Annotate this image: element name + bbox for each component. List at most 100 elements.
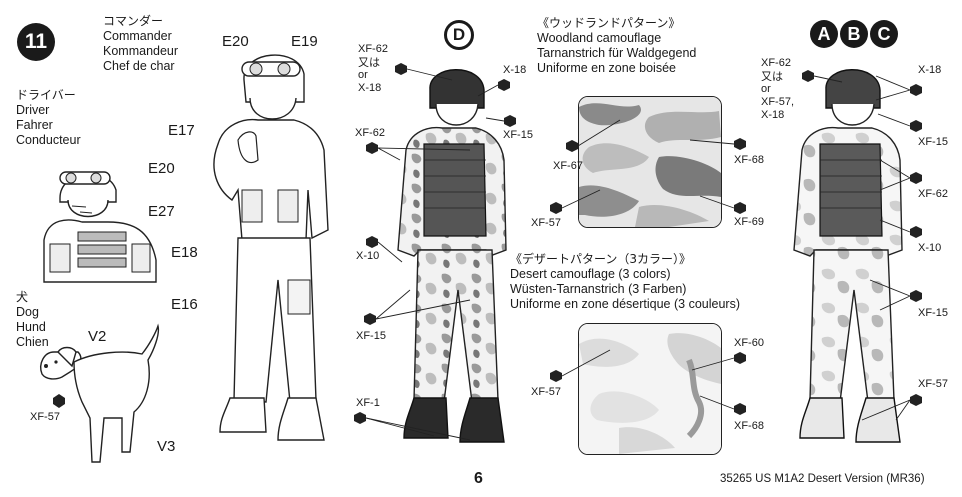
paint-marker-icon xyxy=(504,115,516,127)
helmet-paint-1: XF-62 xyxy=(358,43,388,55)
version-d-badge: D xyxy=(444,20,474,50)
desert-jp: 《デザートパターン（3カラー）》 xyxy=(510,252,692,266)
paint-marker-icon xyxy=(550,370,562,382)
version-a-badge: A xyxy=(810,20,838,48)
helmet-paint-2: X-18 xyxy=(358,82,382,94)
paint-marker-icon xyxy=(734,138,746,150)
version-d-letter: D xyxy=(452,25,466,44)
desert-xf57: XF-57 xyxy=(531,386,561,398)
version-b-badge: B xyxy=(840,20,868,48)
version-c-badge: C xyxy=(870,20,898,48)
dog-jp: 犬 xyxy=(16,290,29,304)
version-d-x10: X-10 xyxy=(356,250,380,262)
driver-label: ドライバー Driver Fahrer Conducteur xyxy=(16,88,81,148)
paint-marker-icon xyxy=(366,142,378,154)
version-a-letter: A xyxy=(817,23,831,44)
dog-paint-code: XF-57 xyxy=(30,411,60,423)
paint-marker-icon xyxy=(910,172,922,184)
paint-marker-icon xyxy=(566,140,578,152)
desert-en: Desert camouflage (3 colors) xyxy=(510,267,671,281)
woodland-xf68: XF-68 xyxy=(734,154,764,166)
paint-marker-icon xyxy=(910,120,922,132)
desert-de: Wüsten-Tarnanstrich (3 Farben) xyxy=(510,282,687,296)
abc-helmet-paint-2: XF-57, xyxy=(761,96,795,108)
version-d-xf62: XF-62 xyxy=(355,127,385,139)
version-c-letter: C xyxy=(877,23,891,44)
paint-marker-icon xyxy=(734,202,746,214)
version-abc-badges: A B C xyxy=(810,20,898,48)
driver-en: Driver xyxy=(16,103,50,117)
paint-marker-icon xyxy=(910,394,922,406)
part-e16: E16 xyxy=(171,296,198,313)
desert-label: 《デザートパターン（3カラー）》 Desert camouflage (3 co… xyxy=(510,252,740,312)
version-d-xf1: XF-1 xyxy=(356,397,380,409)
abc-helmet-paint-3: X-18 xyxy=(761,109,785,121)
desert-xf60: XF-60 xyxy=(734,337,764,349)
part-e20-driver: E20 xyxy=(148,160,175,177)
paint-marker-icon xyxy=(910,290,922,302)
paint-marker-icon xyxy=(53,394,65,408)
version-abc-xf62: XF-62 xyxy=(918,188,948,200)
commander-fr: Chef de char xyxy=(103,59,175,73)
paint-marker-icon xyxy=(802,70,814,82)
page-number: 6 xyxy=(474,470,483,487)
driver-figure-illustration xyxy=(43,171,157,283)
paint-marker-icon xyxy=(498,79,510,91)
woodland-swatch xyxy=(578,96,722,228)
commander-label: コマンダー Commander Kommandeur Chef de char xyxy=(103,14,178,74)
dog-label: 犬 Dog Hund Chien xyxy=(16,290,49,350)
abc-helmet-paint-or-jp: 又は xyxy=(761,70,783,83)
dog-figure-illustration xyxy=(40,323,160,463)
paint-marker-icon xyxy=(910,226,922,238)
paint-marker-icon xyxy=(364,313,376,325)
part-v2: V2 xyxy=(88,328,107,345)
version-abc-x10: X-10 xyxy=(918,242,942,254)
paint-marker-icon xyxy=(354,412,366,424)
desert-swatch xyxy=(578,323,722,455)
part-e18: E18 xyxy=(171,244,198,261)
helmet-paint-or-jp: 又は xyxy=(358,56,380,69)
helmet-paint-or: or xyxy=(358,69,368,81)
version-abc-helmet-paint: XF-62 又は or XF-57, X-18 xyxy=(761,57,794,122)
desert-xf68: XF-68 xyxy=(734,420,764,432)
step-number-badge: 11 xyxy=(17,23,55,61)
dog-de: Hund xyxy=(16,320,46,334)
paint-marker-icon xyxy=(910,84,922,96)
part-e19: E19 xyxy=(291,33,318,50)
commander-en: Commander xyxy=(103,29,172,43)
driver-fr: Conducteur xyxy=(16,133,81,147)
woodland-xf67: XF-67 xyxy=(553,160,583,172)
version-abc-soldier-illustration xyxy=(793,69,903,443)
part-v3: V3 xyxy=(157,438,176,455)
woodland-xf69: XF-69 xyxy=(734,216,764,228)
paint-marker-icon xyxy=(734,403,746,415)
version-d-helmet-paint: XF-62 又は or X-18 xyxy=(358,43,388,95)
commander-de: Kommandeur xyxy=(103,44,179,58)
abc-helmet-paint-or: or xyxy=(761,83,771,95)
driver-jp: ドライバー xyxy=(16,88,76,102)
version-d-x18: X-18 xyxy=(503,64,527,76)
woodland-jp: 《ウッドランドパターン》 xyxy=(537,16,681,30)
footer-code: 35265 US M1A2 Desert Version (MR36) xyxy=(720,473,925,485)
commander-jp: コマンダー xyxy=(103,14,164,28)
version-b-letter: B xyxy=(847,23,861,44)
woodland-fr: Uniforme en zone boisée xyxy=(537,61,676,75)
desert-fr: Uniforme en zone désertique (3 couleurs) xyxy=(510,297,740,311)
woodland-label: 《ウッドランドパターン》 Woodland camouflage Tarnans… xyxy=(537,16,696,76)
version-abc-xf57: XF-57 xyxy=(918,378,948,390)
abc-helmet-paint-1: XF-62 xyxy=(761,57,791,69)
paint-marker-icon xyxy=(734,352,746,364)
version-abc-xf15-bottom: XF-15 xyxy=(918,307,948,319)
paint-marker-icon xyxy=(550,202,562,214)
version-d-xf15-top: XF-15 xyxy=(503,129,533,141)
step-number: 11 xyxy=(24,30,48,53)
dog-fr: Chien xyxy=(16,335,49,349)
version-abc-x18: X-18 xyxy=(918,64,942,76)
desert-pattern xyxy=(579,324,721,454)
commander-figure-illustration xyxy=(213,54,329,441)
part-e27: E27 xyxy=(148,203,175,220)
version-d-xf15-bottom: XF-15 xyxy=(356,330,386,342)
